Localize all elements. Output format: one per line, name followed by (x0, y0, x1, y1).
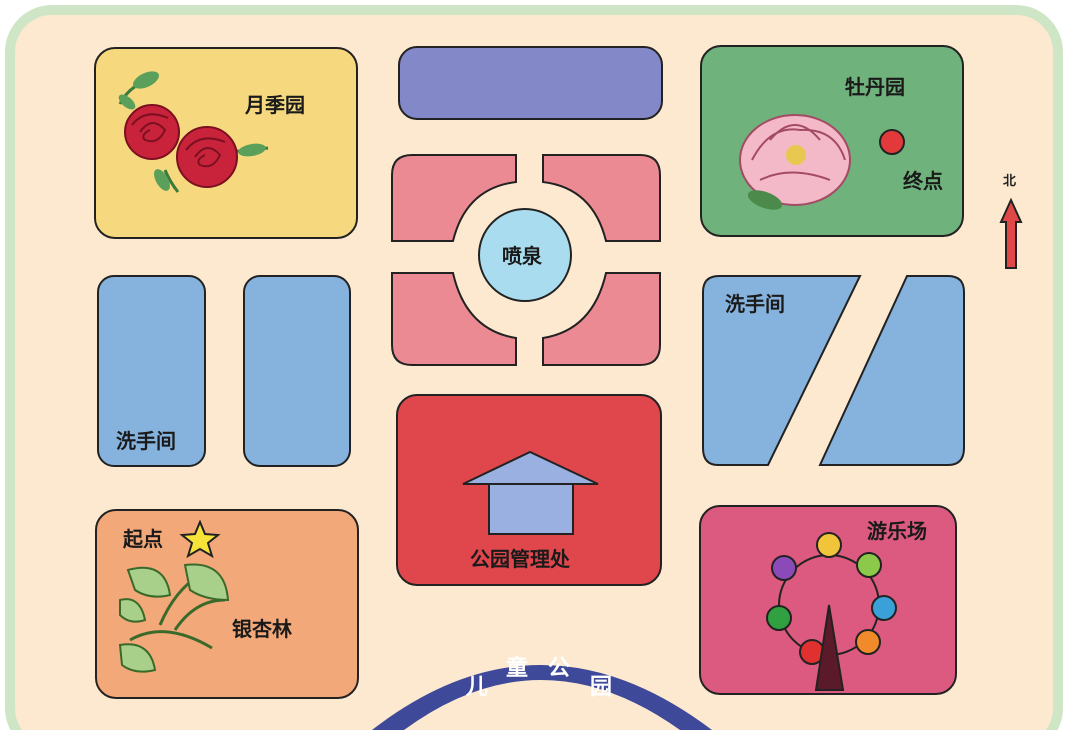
gate-char-4: 园 (590, 675, 612, 700)
north-label: 北 (1003, 174, 1016, 189)
gate-char-2: 童 (506, 655, 528, 681)
north-indicator: 北 (999, 174, 1023, 269)
restroom-west-label: 洗手间 (116, 429, 176, 453)
star-icon (179, 519, 221, 559)
north-arrow-icon (999, 197, 1023, 269)
fountain[interactable]: 喷泉 (478, 208, 572, 302)
ferris-wheel-icon (766, 532, 897, 691)
gate-char-3: 公 (548, 656, 570, 681)
restroom-west[interactable]: 洗手间 (97, 275, 206, 467)
end-point-marker (879, 129, 905, 155)
restroom-east[interactable]: 洗手间 (702, 275, 965, 466)
rose-garden[interactable]: 月季园 (94, 47, 358, 239)
fountain-label: 喷泉 (502, 244, 543, 268)
restroom-east-label: 洗手间 (725, 292, 785, 316)
park-office[interactable]: 公园管理处 (396, 394, 662, 586)
west-block (243, 275, 351, 467)
north-strip (398, 46, 663, 120)
peony-icon (739, 114, 851, 210)
house-body (488, 483, 574, 535)
ginkgo-label: 银杏林 (232, 617, 292, 641)
rose-garden-label: 月季园 (244, 93, 305, 117)
amusement-label: 游乐场 (867, 519, 927, 543)
ginkgo-forest[interactable]: 起点 银杏林 (95, 509, 359, 699)
rose-icon (118, 71, 269, 193)
gate-char-1: 儿 (465, 675, 488, 700)
park-entrance-arch: 儿 童 公 园 (372, 655, 712, 730)
amusement-park[interactable]: 游乐场 (699, 505, 957, 695)
ginkgo-icon (118, 563, 230, 673)
start-point-label: 起点 (122, 527, 163, 551)
peony-garden-label: 牡丹园 (845, 75, 905, 99)
office-label: 公园管理处 (470, 547, 571, 571)
peony-garden[interactable]: 牡丹园 终点 (700, 45, 964, 237)
fountain-plaza (391, 154, 661, 366)
end-point-label: 终点 (903, 169, 943, 193)
